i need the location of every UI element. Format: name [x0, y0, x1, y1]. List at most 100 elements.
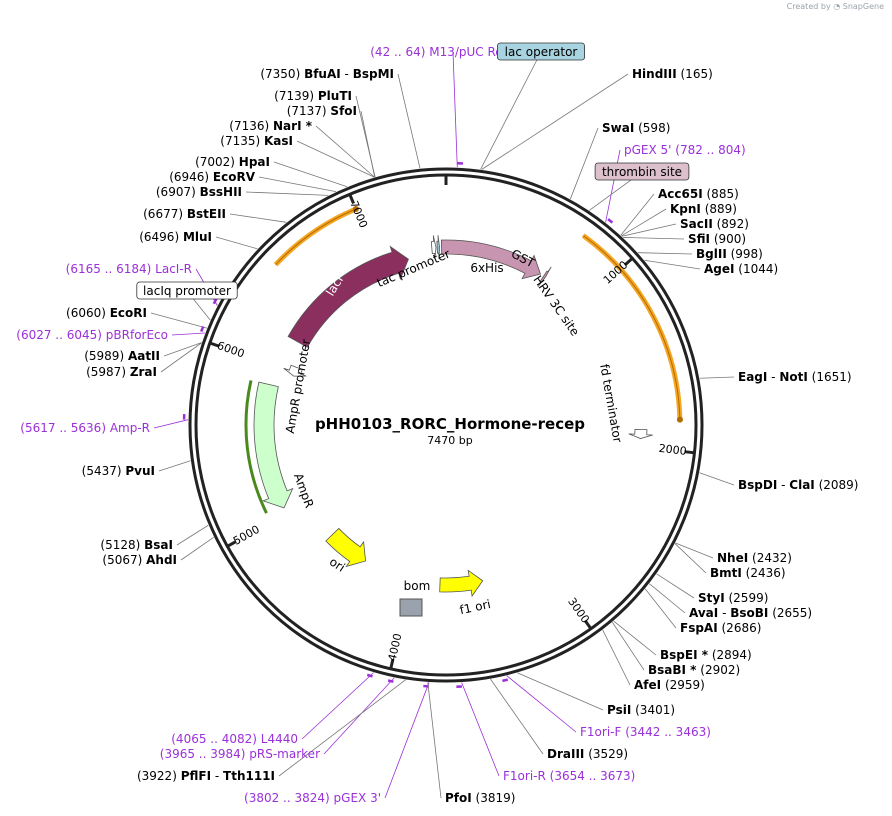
site-position: (3654 .. 3673): [546, 769, 636, 783]
tick-mark: [623, 257, 633, 267]
site-styi: StyI (2599): [698, 591, 768, 605]
site-name: F1ori-F: [580, 725, 621, 739]
orange-track-edge-1: [275, 208, 357, 266]
site-connector: [461, 682, 500, 777]
primer-mark: [387, 679, 394, 683]
site-name: KpnI: [670, 202, 701, 216]
site-position: (4065 .. 4082): [171, 732, 261, 746]
site-pbrforeco: (6027 .. 6045) pBRforEco: [16, 328, 168, 342]
site-name: BsaI: [144, 538, 173, 552]
site-connector: [621, 208, 667, 237]
site-name: AatII: [128, 349, 160, 363]
site-position: (6027 .. 6045): [16, 328, 106, 342]
site-name: F1ori-R: [503, 769, 546, 783]
site-position: (892): [713, 217, 749, 231]
site-text: BglII (998): [696, 247, 763, 261]
site-connector: [612, 621, 645, 671]
site-position: (2894): [708, 648, 752, 662]
site-name: AhdI: [146, 553, 177, 567]
features: [253, 235, 653, 617]
site-position: (5989): [84, 349, 128, 363]
tick-label: 2000: [658, 442, 687, 458]
site-connector: [427, 682, 442, 799]
site-connector: [644, 588, 677, 629]
site-connector: [506, 675, 577, 733]
site-bsai: (5128) BsaI: [100, 538, 173, 552]
site-text: pGEX 5' (782 .. 804): [624, 143, 746, 157]
site-text: F1ori-F (3442 .. 3463): [580, 725, 711, 739]
site-connector: [171, 332, 205, 336]
credit-brand: SnapGene: [842, 2, 884, 11]
site-position: (2902): [696, 663, 740, 677]
site-text: (7139) PluTI: [274, 89, 352, 103]
backbone-circle: [188, 167, 704, 683]
tick-label: 6000: [215, 339, 246, 360]
site-prs-marker: (3965 .. 3984) pRS-marker: [160, 747, 320, 761]
site-name: NarI *: [273, 119, 313, 133]
site-zrai: (5987) ZraI: [86, 365, 157, 379]
site-text: (3922) PflFI - Tth111I: [137, 769, 275, 783]
site-connector: [153, 419, 189, 429]
site-name: HpaI: [239, 155, 270, 169]
feature-label: AmpR promoter: [283, 338, 313, 434]
site-box: [594, 162, 690, 181]
site-connector: [296, 140, 375, 178]
tick-mark: [227, 540, 237, 548]
site-text: HindIII (165): [632, 67, 713, 81]
site-connector: [638, 252, 693, 255]
site-text: (6907) BssHII: [156, 185, 242, 199]
tick-label: 5000: [231, 523, 262, 548]
site-pfoi: PfoI (3819): [445, 791, 515, 805]
site-text: BsaBI * (2902): [648, 663, 740, 677]
site-position: (6677): [143, 207, 187, 221]
site-text: PsiI (3401): [607, 703, 675, 717]
site-connector: [245, 191, 329, 196]
site-name-2: ClaI: [789, 478, 814, 492]
site-name: MluI: [183, 230, 212, 244]
site-laci-r: (6165 .. 6184) LacI-R: [66, 262, 192, 276]
site-name: SacII: [680, 217, 713, 231]
site-ahdi: (5067) AhdI: [102, 553, 177, 567]
site-name-2: BsoBI: [730, 606, 768, 620]
site-text: (5437) PvuI: [82, 464, 155, 478]
site-name: L4440: [261, 732, 298, 746]
site-sacii: SacII (892): [680, 217, 749, 231]
feature-label: 6xHis: [470, 261, 503, 275]
site-name: EcoRI: [110, 306, 147, 320]
site-laciq-promoter: lacIq promoter: [136, 281, 238, 300]
site-position: (6946): [169, 170, 213, 184]
site-name: BspDI: [738, 478, 777, 492]
site-connector: [699, 376, 735, 379]
site-connector: [158, 460, 191, 472]
site-name: BglII: [696, 247, 727, 261]
site-text: SacII (892): [680, 217, 749, 231]
site-sep: -: [211, 769, 223, 783]
site-text: Acc65I (885): [658, 187, 739, 201]
site-name: pGEX 5': [624, 143, 671, 157]
site-connector: [215, 236, 258, 250]
primer-mark: [366, 673, 373, 678]
site-name: SwaI: [602, 121, 634, 135]
site-connector: [644, 259, 701, 270]
site-box: [496, 42, 585, 61]
site-position: (2089): [815, 478, 859, 492]
site-text: EagI - NotI (1651): [738, 370, 852, 384]
site-position: (3529): [584, 747, 628, 761]
feature-laci: [287, 245, 409, 348]
site-hpai: (7002) HpaI: [195, 155, 270, 169]
tick-mark: [389, 658, 395, 669]
site-name: BfuAI: [304, 67, 341, 81]
site-connector: [323, 677, 395, 755]
orange-track-head-0: [676, 416, 683, 423]
site-f1ori-f: F1ori-F (3442 .. 3463): [580, 725, 711, 739]
site-connector: [620, 193, 655, 236]
site-connector: [384, 682, 430, 799]
site-thrombin-site: thrombin site: [594, 162, 690, 181]
site-sep: -: [777, 478, 789, 492]
orange-track-edge-0: [582, 235, 681, 420]
site-position: (3965 .. 3984): [160, 747, 250, 761]
primer-mark: [200, 325, 205, 333]
site-connector: [675, 542, 714, 559]
site-position: (3922): [137, 769, 181, 783]
site-l4440: (4065 .. 4082) L4440: [171, 732, 298, 746]
